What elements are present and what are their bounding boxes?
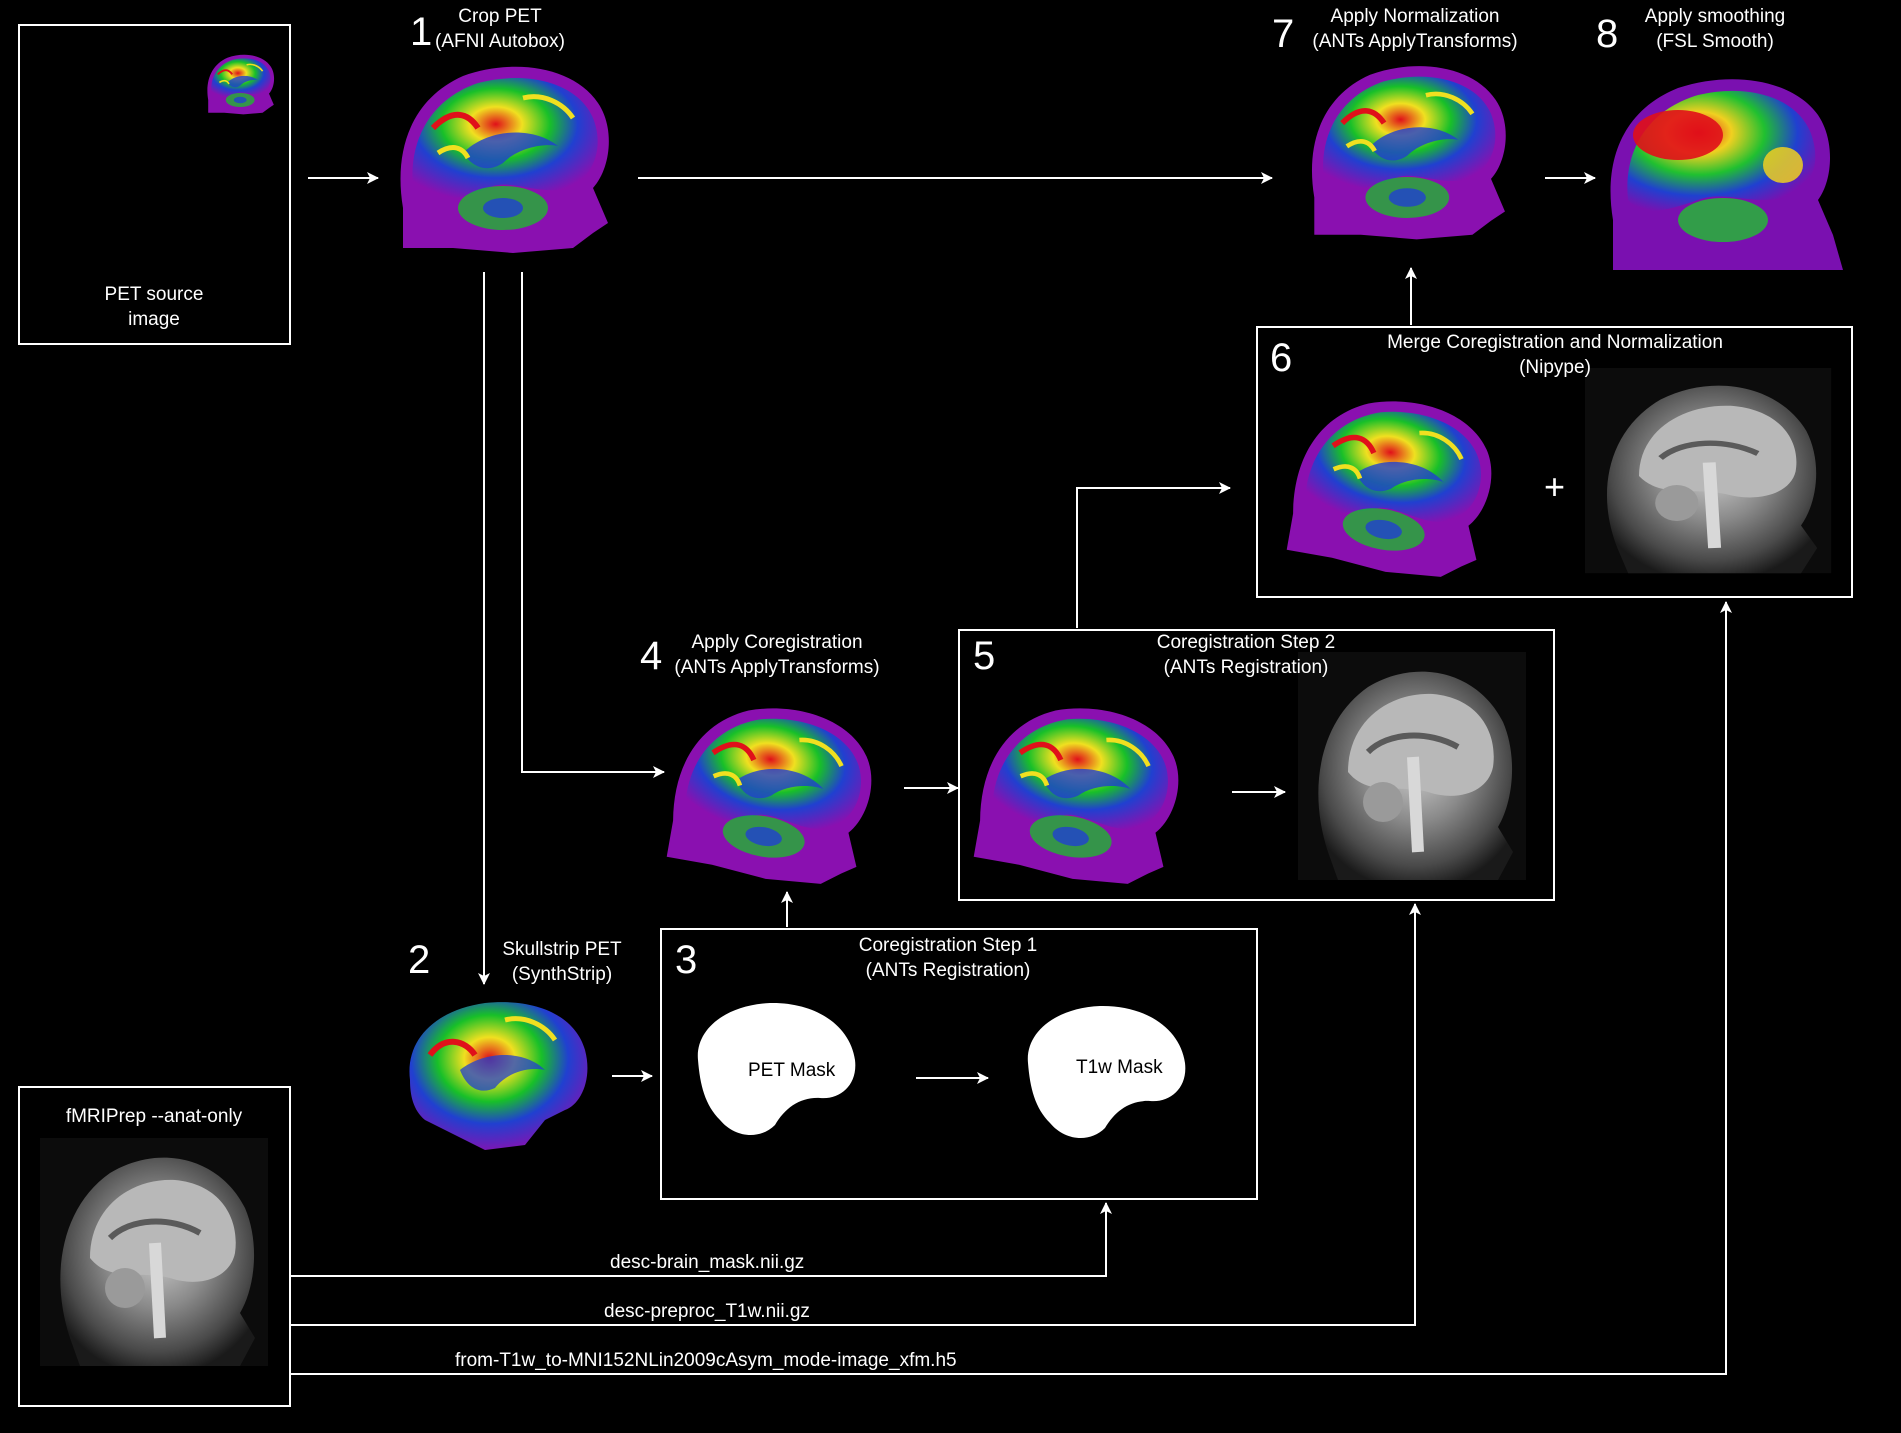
step6-title-line2: (Nipype) xyxy=(1519,357,1591,378)
step7-title-line2: (ANTs ApplyTransforms) xyxy=(1312,31,1518,52)
step1-title: Crop PET (AFNI Autobox) xyxy=(420,4,580,54)
file-xfm: from-T1w_to-MNI152NLin2009cAsym_mode-ima… xyxy=(455,1350,957,1371)
step2-skullstrip-image xyxy=(409,1002,587,1150)
merge-plus-sign: + xyxy=(1544,466,1566,507)
line-brain-mask xyxy=(291,1202,1112,1277)
step2-title-line1: Skullstrip PET xyxy=(502,939,622,960)
step2-number: 2 xyxy=(408,938,431,982)
t1w-mask-shape xyxy=(1027,1005,1186,1139)
step4-pet-image xyxy=(664,692,883,894)
step1-pet-image xyxy=(401,67,609,253)
connector-lines xyxy=(291,172,1732,1375)
step3-number: 3 xyxy=(675,938,698,982)
step8-title-line2: (FSL Smooth) xyxy=(1656,31,1774,52)
step1-title-line2: (AFNI Autobox) xyxy=(435,31,565,52)
step2-title: Skullstrip PET (SynthStrip) xyxy=(482,937,642,987)
step8-number: 8 xyxy=(1596,12,1619,56)
line-preproc-t1w xyxy=(291,903,1421,1326)
pet-source-label-line1: PET source xyxy=(104,284,204,305)
step6-title-line1: Merge Coregistration and Normalization xyxy=(1387,332,1723,353)
step5-box xyxy=(958,629,1555,901)
step4-title: Apply Coregistration (ANTs ApplyTransfor… xyxy=(657,630,897,680)
step4-number: 4 xyxy=(640,634,663,678)
arrow-5-to-6 xyxy=(1076,482,1231,628)
step4-title-line2: (ANTs ApplyTransforms) xyxy=(674,657,880,678)
file-preproc-t1w: desc-preproc_T1w.nii.gz xyxy=(604,1301,810,1322)
step3-box xyxy=(660,928,1258,1200)
step7-title: Apply Normalization (ANTs ApplyTransform… xyxy=(1295,4,1535,54)
pet-source-label-line2: image xyxy=(128,309,180,330)
fmriprep-label: fMRIPrep --anat-only xyxy=(65,1106,243,1127)
step7-title-line1: Apply Normalization xyxy=(1330,6,1500,27)
step1-title-line1: Crop PET xyxy=(458,6,542,27)
t1w-mask-label: T1w Mask xyxy=(1076,1057,1163,1078)
step4-title-line1: Apply Coregistration xyxy=(691,632,863,653)
step1-number: 1 xyxy=(410,10,433,54)
step7-pet-image xyxy=(1312,66,1506,239)
pet-source-thumbnail xyxy=(206,53,276,116)
pet-source-label: PET source image xyxy=(84,282,224,332)
line-xfm xyxy=(291,601,1732,1375)
step6-title: Merge Coregistration and Normalization (… xyxy=(1355,330,1755,380)
step8-title: Apply smoothing (FSL Smooth) xyxy=(1615,4,1815,54)
step3-title-line1: Coregistration Step 1 xyxy=(858,935,1038,956)
step2-title-line2: (SynthStrip) xyxy=(511,964,613,985)
file-brain-mask: desc-brain_mask.nii.gz xyxy=(610,1252,805,1273)
step8-title-line1: Apply smoothing xyxy=(1644,6,1786,27)
pet-mask-label: PET Mask xyxy=(748,1060,836,1081)
step6-mri-image xyxy=(1585,368,1831,573)
step6-pet-image xyxy=(1284,385,1503,587)
step5-title-line1: Coregistration Step 2 xyxy=(1156,632,1336,653)
pet-source-box xyxy=(18,24,291,345)
step3-title-line2: (ANTs Registration) xyxy=(865,960,1031,981)
step5-pet-image xyxy=(971,692,1190,894)
step7-number: 7 xyxy=(1272,12,1295,56)
step5-title: Coregistration Step 2 (ANTs Registration… xyxy=(1106,630,1386,680)
step8-pet-image xyxy=(1610,79,1843,270)
fmriprep-box xyxy=(18,1086,291,1407)
step5-title-line2: (ANTs Registration) xyxy=(1163,657,1329,678)
step3-title: Coregistration Step 1 (ANTs Registration… xyxy=(808,933,1088,983)
step6-box xyxy=(1256,326,1853,598)
step6-number: 6 xyxy=(1270,336,1293,380)
arrow-1-to-4 xyxy=(521,272,665,778)
step5-number: 5 xyxy=(973,634,996,678)
fmriprep-mri-image xyxy=(40,1138,268,1366)
step5-mri-image xyxy=(1298,652,1526,880)
